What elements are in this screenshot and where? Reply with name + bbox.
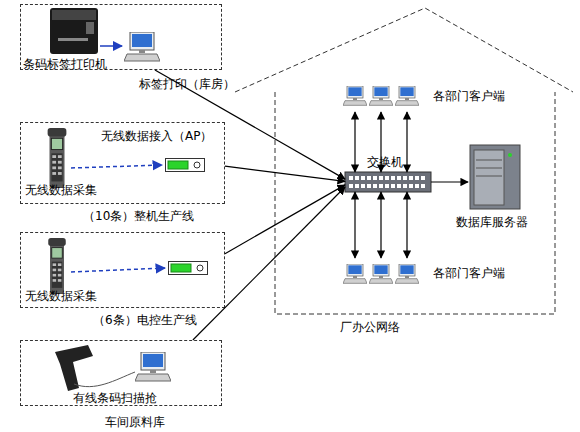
connector-arrow <box>225 166 345 181</box>
client-computer <box>343 264 367 283</box>
node-label: 标签打印（库房） <box>139 77 235 91</box>
database-server: 数据库服务器 <box>468 143 522 211</box>
network-house: 厂办公网络各部门客户端交换机数据库服务器各部门客户端 <box>232 6 576 318</box>
client-computer <box>343 86 367 105</box>
connector-arrow <box>193 187 345 340</box>
station-box: 无线数据采集（6条）电控生产线 <box>20 232 225 308</box>
client-computer <box>369 264 393 283</box>
connector-arrow <box>431 181 468 182</box>
access-point <box>166 159 205 172</box>
client-computer <box>369 86 393 105</box>
server-bay <box>476 160 502 161</box>
server-bay <box>476 176 502 177</box>
client-computer <box>395 264 419 283</box>
node-label: 数据库服务器 <box>456 215 528 229</box>
station-box: 条码标签打印机标签打印（库房） <box>20 4 222 70</box>
node-label: （10条）整机生产线 <box>83 209 194 223</box>
node-label: 车间原料库 <box>105 415 165 429</box>
house-outline <box>232 6 576 318</box>
switch-body <box>345 172 431 192</box>
server-body <box>470 145 520 209</box>
server-front <box>474 150 504 205</box>
network-switch: 交换机 <box>345 172 431 192</box>
connector-arrow <box>406 192 407 258</box>
node-label: 条码标签打印机 <box>23 57 107 71</box>
access-point <box>169 262 208 275</box>
connector-arrow <box>354 192 355 258</box>
printer-body <box>50 8 98 54</box>
switch-ports <box>349 176 427 180</box>
node-label: 各部门客户端 <box>433 89 505 103</box>
data-link <box>100 45 122 47</box>
client-group: 各部门客户端 <box>338 82 518 112</box>
wireless-link <box>71 268 165 272</box>
connector-arrow <box>406 112 407 172</box>
wireless-link <box>71 165 162 168</box>
node-label: （6条）电控生产线 <box>93 313 197 327</box>
connector-arrow <box>380 192 381 258</box>
switch-ports <box>349 184 427 188</box>
computer-icon <box>135 352 171 381</box>
node-label: 有线条码扫描抢 <box>73 391 157 405</box>
connector-arrow <box>354 112 355 172</box>
node-label: 厂办公网络 <box>340 320 400 334</box>
handheld-terminal <box>48 128 67 188</box>
client-computer <box>395 86 419 105</box>
client-group: 各部门客户端 <box>338 258 518 290</box>
handheld-terminal <box>48 238 66 294</box>
computer-icon <box>124 32 160 61</box>
printer-slot <box>58 38 88 41</box>
node-label: 无线数据采集 <box>25 289 97 303</box>
node-label: 交换机 <box>367 155 403 169</box>
printer-lid <box>52 10 96 20</box>
server-led <box>508 153 512 157</box>
scanner-cable <box>74 372 135 387</box>
node-label: 各部门客户端 <box>433 266 505 280</box>
printer-panel <box>86 22 94 34</box>
server-bay <box>476 168 502 169</box>
station-box: 有线条码扫描抢车间原料库 <box>20 340 222 406</box>
house-outline-path <box>235 8 573 314</box>
station-box: 无线数据接入（AP）无线数据采集（10条）整机生产线 <box>20 122 225 204</box>
connector-arrow <box>225 185 345 254</box>
node-label: 无线数据采集 <box>25 183 97 197</box>
node-label: 无线数据接入（AP） <box>101 129 212 143</box>
